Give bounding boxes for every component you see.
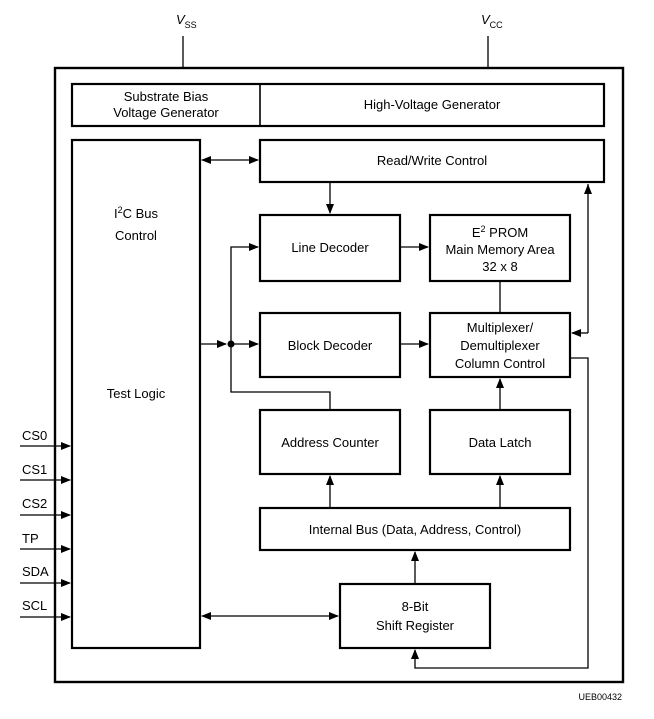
line-decoder-block xyxy=(258,213,402,283)
substrate-bias-label-2: Voltage Generator xyxy=(113,105,219,120)
eeprom-block xyxy=(428,213,572,283)
svg-text:TP: TP xyxy=(22,531,39,546)
multiplexer-label-2: Demultiplexer xyxy=(460,338,540,353)
block-decoder-label: Block Decoder xyxy=(288,338,373,353)
junction-line-decoder-arrow xyxy=(230,243,259,344)
multiplexer-label: Multiplexer/ xyxy=(467,320,534,335)
svg-text:SDA: SDA xyxy=(22,564,49,579)
svg-text:CS0: CS0 xyxy=(22,428,47,443)
test-logic-label: Test Logic xyxy=(107,386,166,401)
svg-text:CS2: CS2 xyxy=(22,496,47,511)
vss-label: VSS xyxy=(176,12,197,30)
address-counter-feedback xyxy=(230,344,331,410)
chip-outline xyxy=(53,66,625,684)
pin-sda: SDA xyxy=(20,564,71,587)
pin-cs2: CS2 xyxy=(20,496,71,519)
svg-text:CS1: CS1 xyxy=(22,462,47,477)
eeprom-label-2: Main Memory Area xyxy=(445,242,555,257)
i2c-control-label-2: Control xyxy=(115,228,157,243)
i2c-control-block xyxy=(70,138,202,650)
substrate-bias-label: Substrate Bias xyxy=(124,89,209,104)
block-decoder-block xyxy=(258,311,402,379)
line-decoder-label: Line Decoder xyxy=(291,240,369,255)
mux-shift-feedback-arrow xyxy=(411,357,589,669)
read-write-control-block xyxy=(258,138,606,184)
eeprom-label: E2 PROM xyxy=(472,224,528,240)
i2c-control-label: I2C Bus xyxy=(114,205,159,221)
pin-cs1: CS1 xyxy=(20,462,71,484)
eeprom-label-3: 32 x 8 xyxy=(482,259,517,274)
generator-row xyxy=(70,82,606,128)
data-latch-label: Data Latch xyxy=(469,435,532,450)
shift-register-block xyxy=(338,582,492,650)
internal-bus-label: Internal Bus (Data, Address, Control) xyxy=(309,522,521,537)
multiplexer-label-3: Column Control xyxy=(455,356,545,371)
read-write-control-label: Read/Write Control xyxy=(377,153,487,168)
figure-id: UEB00432 xyxy=(578,692,622,702)
shift-register-label: 8-Bit xyxy=(402,599,429,614)
address-counter-label: Address Counter xyxy=(281,435,379,450)
rw-up-arrowhead xyxy=(584,184,592,194)
vcc-label: VCC xyxy=(481,12,503,30)
pin-tp: TP xyxy=(20,531,71,553)
svg-text:SCL: SCL xyxy=(22,598,47,613)
high-voltage-generator-label: High-Voltage Generator xyxy=(364,97,501,112)
internal-bus-block xyxy=(258,506,572,552)
pin-scl: SCL xyxy=(20,598,71,621)
pin-cs0: CS0 xyxy=(20,428,71,450)
shift-register-label-2: Shift Register xyxy=(376,618,455,633)
